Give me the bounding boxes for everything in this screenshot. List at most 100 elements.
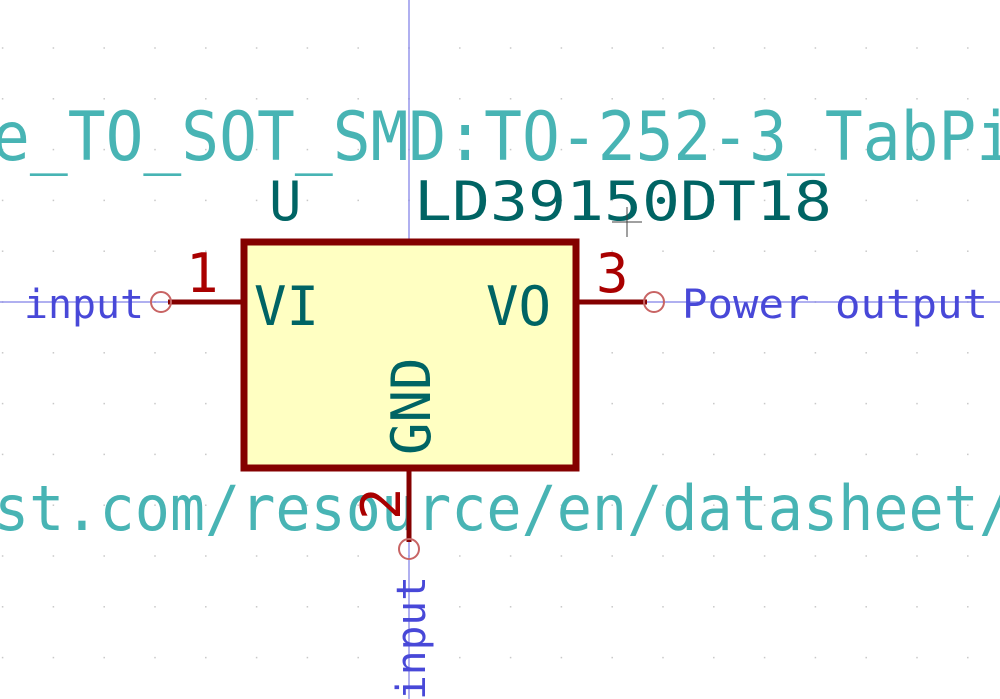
pin-name-vi: VI: [254, 275, 319, 338]
pin-endpoint-vi[interactable]: [150, 291, 172, 313]
grid-dot: [52, 199, 55, 202]
grid-dot: [509, 199, 512, 202]
grid-dot: [154, 453, 156, 456]
grid-dot: [154, 402, 156, 405]
grid-dot: [814, 352, 817, 354]
grid-dot: [1, 352, 4, 354]
grid-dot: [814, 656, 817, 659]
grid-dot: [306, 148, 309, 151]
grid-dot: [52, 148, 55, 151]
grid-dot: [611, 402, 613, 405]
grid-dot: [662, 199, 664, 202]
grid-dot: [560, 504, 563, 506]
grid-dot: [560, 555, 563, 557]
grid-dot: [865, 47, 867, 49]
grid-dot: [713, 656, 715, 659]
grid-dot: [306, 199, 309, 202]
grid-dot: [1, 148, 4, 151]
grid-dot: [967, 555, 969, 557]
grid-dot: [814, 148, 817, 151]
grid-dot: [763, 250, 766, 252]
grid-dot: [154, 656, 156, 659]
grid-dot: [865, 199, 867, 202]
grid-dot: [103, 606, 105, 608]
grid-dot: [1, 250, 4, 252]
grid-dot: [255, 606, 258, 608]
datasheet-field[interactable]: st.com/resource/en/datasheet/: [0, 472, 1000, 545]
grid-dot: [611, 250, 613, 252]
grid-dot: [763, 148, 766, 151]
grid-dot: [713, 504, 715, 506]
grid-dot: [154, 352, 156, 354]
pin-name-vo: VO: [486, 275, 551, 338]
pin-endpoint-gnd[interactable]: [398, 538, 420, 560]
grid-dot: [611, 199, 613, 202]
grid-dot: [459, 656, 461, 659]
grid-dot: [103, 352, 105, 354]
grid-dot: [1, 504, 4, 506]
grid-dot: [459, 98, 461, 100]
value-field[interactable]: LD39150DT18: [414, 170, 832, 233]
grid-dot: [967, 199, 969, 202]
grid-dot: [103, 47, 105, 49]
grid-dot: [967, 402, 969, 405]
grid-dot: [611, 98, 613, 100]
grid-dot: [713, 98, 715, 100]
grid-dot: [763, 504, 766, 506]
grid-dot: [255, 47, 258, 49]
grid-dot: [306, 98, 309, 100]
grid-dot: [103, 98, 105, 100]
grid-dot: [205, 250, 207, 252]
grid-dot: [205, 555, 207, 557]
grid-dot: [916, 656, 918, 659]
grid-dot: [154, 504, 156, 506]
grid-dot: [967, 656, 969, 659]
grid-dot: [357, 199, 359, 202]
grid-dot: [763, 98, 766, 100]
grid-dot: [1, 555, 4, 557]
grid-dot: [967, 504, 969, 506]
grid-dot: [52, 98, 55, 100]
grid-dot: [52, 453, 55, 456]
grid-dot: [560, 199, 563, 202]
grid-dot: [357, 606, 359, 608]
grid-dot: [154, 98, 156, 100]
pin-number-vo: 3: [596, 242, 629, 305]
grid-dot: [967, 148, 969, 151]
grid-dot: [814, 47, 817, 49]
grid-dot: [865, 606, 867, 608]
pin-endpoint-vo[interactable]: [643, 291, 665, 313]
grid-dot: [509, 47, 512, 49]
grid-dot: [611, 606, 613, 608]
grid-dot: [255, 504, 258, 506]
grid-dot: [103, 250, 105, 252]
grid-dot: [611, 148, 613, 151]
grid-dot: [205, 504, 207, 506]
grid-dot: [154, 555, 156, 557]
grid-dot: [865, 453, 867, 456]
pin-type-vi: input: [24, 282, 144, 328]
grid-dot: [459, 148, 461, 151]
grid-dot: [916, 453, 918, 456]
grid-dot: [865, 555, 867, 557]
grid-dot: [560, 656, 563, 659]
grid-dot: [509, 555, 512, 557]
grid-dot: [611, 555, 613, 557]
grid-dot: [509, 656, 512, 659]
grid-dot: [357, 504, 359, 506]
grid-dot: [154, 606, 156, 608]
grid-dot: [1, 656, 4, 659]
symbol-body[interactable]: [240, 238, 580, 472]
grid-dot: [205, 656, 207, 659]
grid-dot: [662, 656, 664, 659]
grid-dot: [763, 402, 766, 405]
grid-dot: [865, 402, 867, 405]
pin-number-gnd: 2: [350, 487, 413, 520]
grid-dot: [205, 47, 207, 49]
grid-dot: [916, 504, 918, 506]
grid-dot: [357, 47, 359, 49]
reference-designator[interactable]: U: [269, 170, 302, 233]
grid-dot: [967, 98, 969, 100]
footprint-field[interactable]: e_TO_SOT_SMD:TO-252-3_TabPin: [0, 98, 1000, 177]
